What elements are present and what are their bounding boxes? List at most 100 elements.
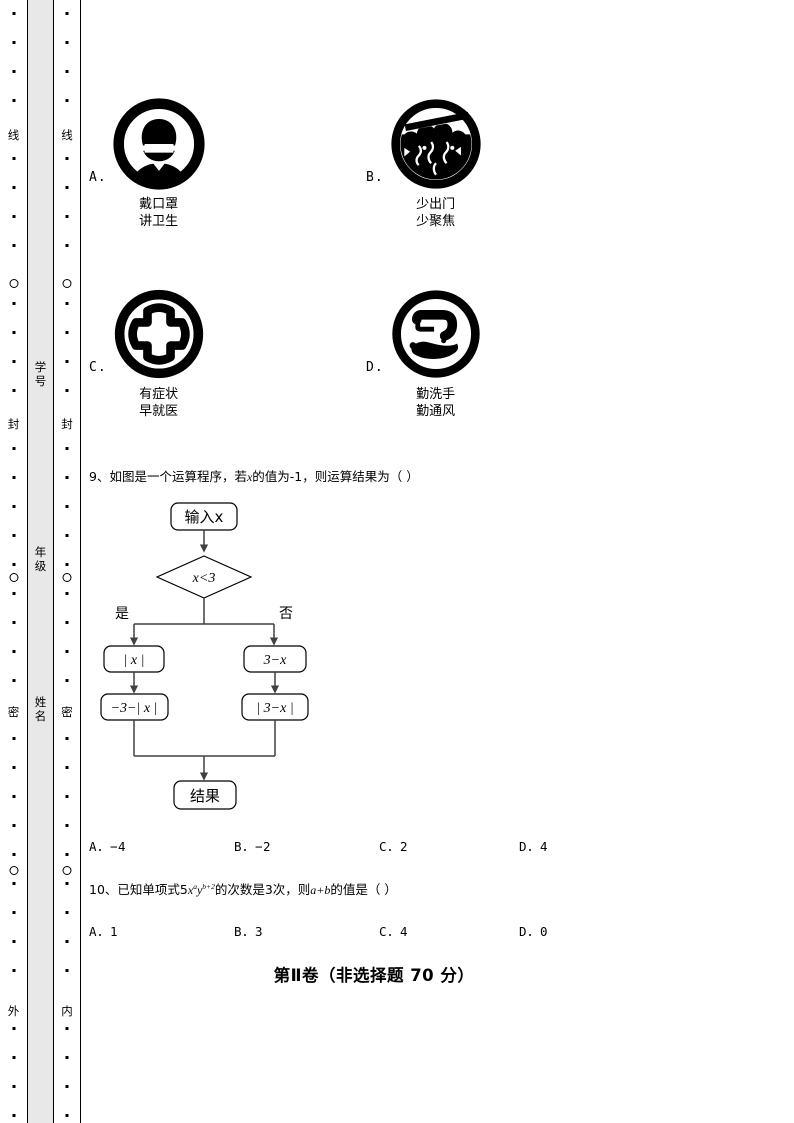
- seal-dot: [12, 592, 15, 595]
- choice-caption-a: 戴口罩 讲卫生: [139, 197, 179, 229]
- seal-dot: [65, 679, 69, 682]
- question10-monomial-y: y: [196, 883, 203, 897]
- seal-dot: [65, 737, 69, 740]
- flow-label-left-1: | x |: [124, 653, 145, 668]
- seal-dot: [65, 1056, 69, 1059]
- choice-row-ab: A. 戴口罩 讲卫生 B.: [89, 96, 579, 286]
- seal-dot: [65, 157, 69, 160]
- seal-dot: [65, 12, 69, 15]
- seal-dot: [65, 882, 69, 885]
- section-heading-part2: 第Ⅱ卷（非选择题 70 分）: [273, 966, 475, 985]
- seal-dot: [12, 476, 15, 479]
- seal-ring-3: [9, 866, 18, 875]
- seal-dot: [12, 737, 15, 740]
- flow-node-result: 结果: [173, 780, 237, 810]
- question8-choice-grid: A. 戴口罩 讲卫生 B.: [89, 96, 579, 476]
- seal-dot: [65, 650, 69, 653]
- seal-dot: [12, 621, 15, 624]
- question9-option-d[interactable]: D．4: [519, 839, 549, 854]
- seal-dot: [65, 41, 69, 44]
- seal-dot: [12, 766, 15, 769]
- seal-ring-1: [9, 279, 18, 288]
- flow-label-input: 输入x: [185, 508, 224, 526]
- seal-dot: [65, 215, 69, 218]
- question9-options: A．−4 B．−2 C．2 D．4: [89, 836, 569, 854]
- seal-inner-char-1: 线: [61, 128, 73, 142]
- seal-dot: [12, 824, 15, 827]
- question10-option-b[interactable]: B．3: [234, 924, 264, 939]
- seal-dot: [12, 1027, 15, 1030]
- flow-node-left-1: | x |: [103, 645, 165, 673]
- seal-dot: [12, 1114, 15, 1117]
- choice-option-c[interactable]: C. 有症状 早就医: [89, 286, 334, 420]
- seal-dot: [12, 360, 15, 363]
- seal-dot: [65, 563, 69, 566]
- seal-dot: [12, 853, 15, 856]
- seal-inner-char-3: 密: [61, 705, 73, 719]
- flow-label-left-2: −3−| x |: [111, 701, 158, 716]
- question9-option-b[interactable]: B．−2: [234, 839, 272, 854]
- seal-column-inner: 线封密内: [54, 0, 81, 1123]
- question9-prompt-suffix: 的值为-1，则运算结果为（ ）: [252, 469, 419, 484]
- seal-ring-3: [62, 866, 72, 875]
- question9-option-a[interactable]: A．−4: [89, 839, 127, 854]
- seal-dot: [12, 12, 15, 15]
- question10-monomial-x-exponent: a: [193, 881, 197, 891]
- choice-option-b[interactable]: B.: [366, 96, 611, 230]
- seal-dot: [12, 795, 15, 798]
- question10-monomial-x: x: [187, 883, 194, 897]
- flow-label-decision: x<3: [192, 571, 216, 586]
- seal-outer-char-4: 外: [7, 1004, 20, 1018]
- question10-option-a[interactable]: A．1: [89, 924, 119, 939]
- choice-option-d[interactable]: D. 勤洗手 勤通风: [366, 286, 611, 420]
- seal-dot: [65, 99, 69, 102]
- seal-dot: [65, 1027, 69, 1030]
- seal-dot: [12, 1085, 15, 1088]
- choice-letter-b: B.: [366, 170, 384, 185]
- question10-prompt-middle: 的次数是3次，则: [214, 882, 311, 897]
- question10-option-d[interactable]: D．0: [519, 924, 549, 939]
- seal-dot: [12, 1056, 15, 1059]
- choice-letter-d: D.: [366, 360, 384, 375]
- seal-dot: [65, 621, 69, 624]
- choice-option-a[interactable]: A. 戴口罩 讲卫生: [89, 96, 334, 230]
- seal-dot: [65, 1085, 69, 1088]
- seal-dot: [65, 447, 69, 450]
- seal-dot: [65, 824, 69, 827]
- wash-hands-icon: [391, 290, 480, 378]
- seal-dot: [12, 882, 15, 885]
- seal-dot: [12, 215, 15, 218]
- question9-option-c[interactable]: C．2: [379, 839, 409, 854]
- choice-row-cd: C. 有症状 早就医 D.: [89, 286, 579, 476]
- seal-dot: [12, 650, 15, 653]
- seal-dot: [65, 853, 69, 856]
- choice-caption-b: 少出门 少聚焦: [416, 197, 456, 229]
- choice-letter-c: C.: [89, 360, 107, 375]
- seal-line-margin: 线封密外 学号年级姓名 线封密内: [0, 0, 89, 1123]
- seal-inner-char-2: 封: [61, 417, 73, 431]
- seal-dot: [65, 766, 69, 769]
- seal-dot: [12, 969, 15, 972]
- student-info-label-3: 姓名: [34, 695, 47, 723]
- seal-dot: [12, 505, 15, 508]
- question10-variable: a+b: [310, 883, 331, 897]
- seal-dot: [12, 534, 15, 537]
- flow-label-result: 结果: [190, 787, 220, 805]
- seal-dot: [65, 331, 69, 334]
- seal-dot: [12, 940, 15, 943]
- mask-person-icon: [113, 98, 205, 190]
- seal-dot: [12, 679, 15, 682]
- seal-dot: [12, 70, 15, 73]
- question9-prompt: 9、如图是一个运算程序，若x的值为-1，则运算结果为（ ）: [89, 466, 419, 485]
- exam-content-area: A. 戴口罩 讲卫生 B.: [89, 0, 794, 1123]
- flow-node-right-2: | 3−x |: [241, 693, 309, 721]
- seal-dot: [12, 41, 15, 44]
- question10-option-c[interactable]: C．4: [379, 924, 409, 939]
- flow-label-no: 否: [279, 606, 293, 622]
- flow-node-right-1: 3−x: [243, 645, 307, 673]
- seal-dot: [12, 157, 15, 160]
- flow-label-yes: 是: [115, 606, 129, 622]
- seal-dot: [12, 302, 15, 305]
- seal-ring-2: [62, 573, 72, 582]
- choice-caption-c: 有症状 早就医: [139, 387, 179, 419]
